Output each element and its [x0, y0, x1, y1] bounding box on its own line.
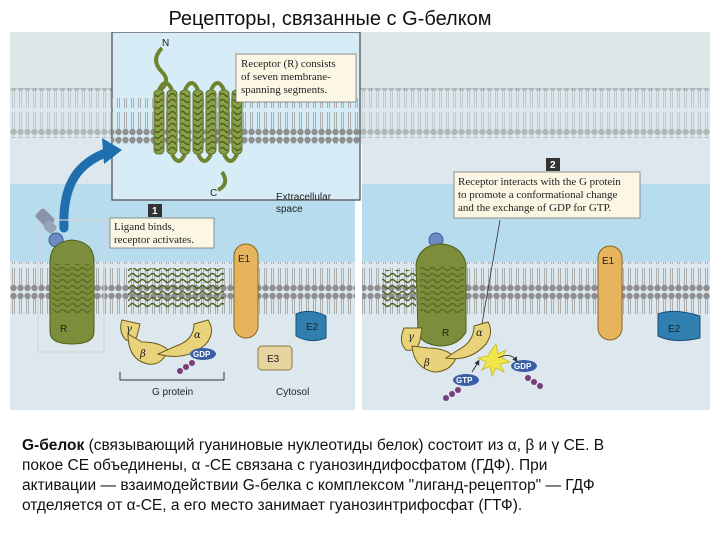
- effector-e2-left: E2: [295, 310, 327, 342]
- helix-loop: [222, 153, 239, 163]
- inactive-receptor-helices-right: [382, 270, 416, 308]
- svg-text:E2: E2: [668, 324, 681, 335]
- inset-n-terminus-label: N: [162, 38, 169, 49]
- gtp-right: GTP: [443, 359, 480, 401]
- gamma-right: γ: [408, 332, 414, 343]
- helix-loop: [183, 81, 200, 91]
- helix-loop: [170, 153, 187, 163]
- helix-coil-texture: [220, 92, 228, 152]
- helix-loop: [196, 153, 213, 163]
- svg-text:GDP: GDP: [514, 362, 532, 371]
- helix-loop: [157, 81, 174, 91]
- caption-line-1: G-белок (связывающий гуаниновые нуклеоти…: [22, 436, 712, 456]
- step2-pointer: [481, 219, 501, 325]
- inactive-receptor-helices: [128, 268, 224, 308]
- g-protein-left: γ β α: [120, 319, 212, 365]
- g-protein-label: G protein: [152, 387, 193, 398]
- g-protein-right: γ β α: [400, 321, 492, 373]
- svg-text:E1: E1: [602, 256, 615, 267]
- panel-divider: [355, 144, 362, 410]
- caption-line-4: отделяется от α-СЕ, а его место занимает…: [22, 497, 523, 514]
- receptor-left: R: [49, 239, 95, 345]
- step1-highlight-box: [37, 219, 105, 353]
- svg-text:E2: E2: [306, 322, 319, 333]
- helix-coil-texture: [194, 92, 202, 152]
- alpha-left: α: [194, 330, 201, 341]
- inset-c-tail: [217, 170, 228, 192]
- ligand-left: [35, 208, 64, 248]
- gdp-left: GDP: [177, 348, 216, 374]
- gdp-right: GDP: [497, 355, 543, 389]
- helix-loop: [209, 81, 226, 91]
- transmembrane-helices: [153, 81, 243, 163]
- inset-callout: Receptor (R) consists of seven membrane-…: [241, 54, 340, 96]
- caption-line-1-rest: (связывающий гуаниновые нуклеотиды белок…: [84, 437, 605, 454]
- helix-coil-texture: [168, 92, 176, 152]
- activation-burst: [476, 343, 512, 378]
- helix-coil-texture: [155, 92, 163, 152]
- extracellular-label: Extracellular space: [276, 187, 335, 215]
- svg-text:E1: E1: [238, 254, 251, 265]
- receptor-right: R: [415, 232, 467, 347]
- step2-callout: Receptor interacts with the G protein to…: [458, 172, 625, 214]
- effector-e3-left: E3: [257, 345, 293, 371]
- step1-callout: Ligand binds, receptor activates.: [114, 217, 194, 246]
- effector-e1-right: E1: [597, 245, 623, 341]
- zoom-arrow-head: [102, 138, 122, 164]
- seven-helix-receptor: [154, 46, 169, 94]
- effector-e2-right: E2: [657, 310, 701, 342]
- svg-text:GTP: GTP: [456, 376, 473, 385]
- cytosol-label: Cytosol: [276, 387, 309, 398]
- g-protein-bracket: [119, 372, 225, 381]
- step1-number-box: [148, 204, 162, 217]
- beta-left: β: [139, 349, 146, 360]
- receptor-inset: N C Receptor (R) consists of seven membr…: [111, 32, 361, 201]
- step2-number-box: [546, 158, 560, 171]
- step1-number: 1: [152, 206, 158, 217]
- caption-line-2: покое СЕ объединены, α -СЕ связана с гуа…: [22, 457, 548, 474]
- zoom-arrow: [59, 147, 113, 233]
- effector-e1-left: E1: [233, 243, 259, 339]
- caption: G-белок (связывающий гуаниновые нуклеоти…: [22, 436, 712, 516]
- step2-number: 2: [550, 160, 556, 171]
- caption-line-3: активации — взаимодействии G-белка с ком…: [22, 477, 595, 494]
- gamma-left: γ: [126, 324, 132, 335]
- page-title: Рецепторы, связанные с G-белком: [168, 8, 492, 30]
- inset-c-terminus-label: C: [210, 188, 217, 199]
- receptor-left-label: R: [60, 324, 67, 335]
- receptor-right-label: R: [442, 328, 449, 339]
- helix-coil-texture: [181, 92, 189, 152]
- svg-text:E3: E3: [267, 354, 280, 365]
- helix-coil-texture: [207, 92, 215, 152]
- gpcr-figure: N C Receptor (R) consists of seven membr…: [10, 32, 710, 410]
- beta-right: β: [423, 358, 430, 369]
- helix-coil-texture: [233, 92, 241, 152]
- alpha-right: α: [476, 328, 483, 339]
- svg-text:GDP: GDP: [193, 350, 211, 359]
- caption-bold-lead: G-белок: [22, 437, 85, 454]
